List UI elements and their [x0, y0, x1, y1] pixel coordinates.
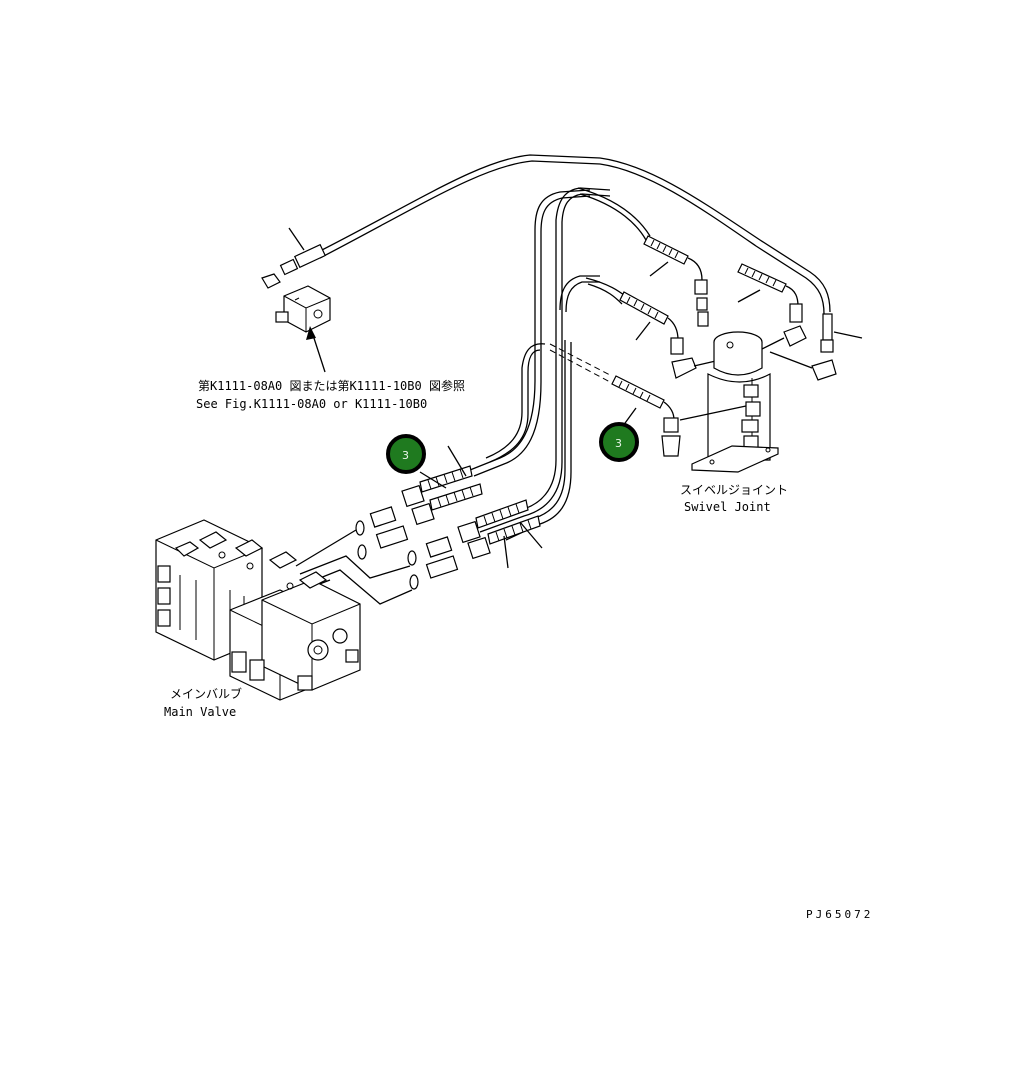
reference-arrow [306, 326, 326, 373]
swivel-joint-label: スイベルジョイント Swivel Joint [680, 483, 788, 514]
swivel-joint-label-en: Swivel Joint [684, 500, 771, 514]
main-valve-label-jp: メインバルブ [170, 686, 242, 701]
reference-text-jp: 第K1111-08A0 図または第K1111-10B0 図参照 [198, 378, 465, 393]
swivel-joint-label-jp: スイベルジョイント [680, 483, 788, 497]
top-pilot-hose [279, 154, 863, 353]
main-valve-body [155, 519, 361, 701]
main-valve-label-en: Main Valve [164, 705, 236, 719]
callout-number: 3 [615, 437, 622, 450]
callout-circle[interactable] [386, 434, 426, 474]
pilot-block-part [261, 273, 331, 333]
reference-text-en: See Fig.K1111-08A0 or K1111-10B0 [196, 397, 427, 411]
main-valve-label: メインバルブ Main Valve [164, 686, 242, 719]
figure-reference: 第K1111-08A0 図または第K1111-10B0 図参照 See Fig.… [196, 378, 465, 411]
callout-left[interactable]: 3 [386, 434, 447, 489]
main-valve-hoses [295, 445, 543, 605]
swivel-hoses [611, 235, 837, 457]
drawing-number: PJ65072 [806, 908, 873, 921]
callout-right[interactable]: 3 [599, 422, 639, 462]
tube-bundle [469, 187, 651, 541]
callout-number: 3 [402, 449, 409, 462]
callout-circle[interactable] [599, 422, 639, 462]
swivel-joint-body [679, 331, 779, 473]
